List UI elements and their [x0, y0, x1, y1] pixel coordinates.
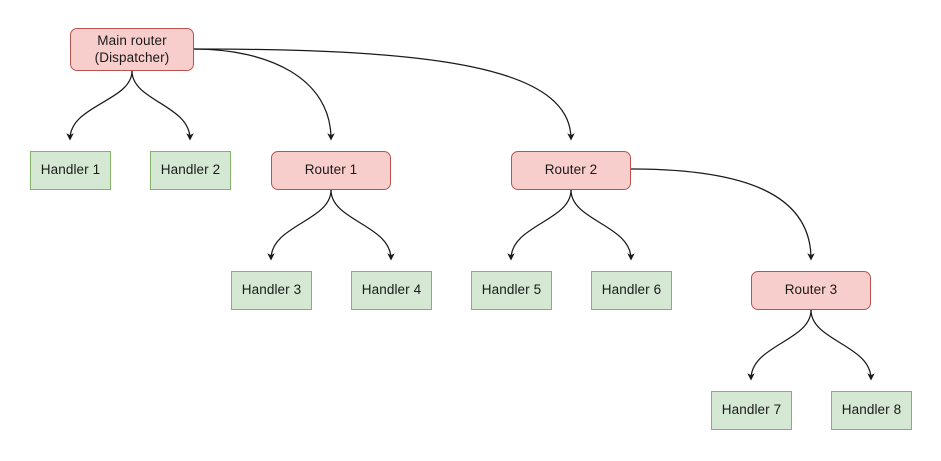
node-router-3[interactable]: Router 3: [751, 271, 871, 310]
node-label-main-router: Main router (Dispatcher): [94, 32, 170, 65]
connector-router-2-to-handler-6: [570, 189, 635, 261]
connector-router-3-to-handler-7: [747, 309, 812, 381]
node-handler-2[interactable]: Handler 2: [150, 151, 231, 190]
node-label-handler-8: Handler 8: [841, 402, 902, 418]
node-label-handler-1: Handler 1: [40, 162, 101, 178]
node-handler-3[interactable]: Handler 3: [231, 271, 312, 310]
connector-router-3-to-handler-8: [810, 309, 875, 381]
connector-main-router-to-router-1: [193, 48, 335, 141]
connector-main-router-to-router-2: [193, 48, 575, 141]
node-router-1[interactable]: Router 1: [271, 151, 391, 190]
node-main-router[interactable]: Main router (Dispatcher): [70, 28, 194, 71]
connector-router-2-to-router-3: [630, 168, 815, 261]
node-handler-8[interactable]: Handler 8: [831, 391, 912, 430]
node-handler-1[interactable]: Handler 1: [30, 151, 111, 190]
connector-main-router-to-handler-2: [131, 70, 194, 141]
node-router-2[interactable]: Router 2: [511, 151, 631, 190]
node-label-router-3: Router 3: [784, 282, 838, 298]
node-handler-5[interactable]: Handler 5: [471, 271, 552, 310]
node-handler-4[interactable]: Handler 4: [351, 271, 432, 310]
node-label-handler-3: Handler 3: [241, 282, 302, 298]
node-handler-7[interactable]: Handler 7: [711, 391, 792, 430]
node-handler-6[interactable]: Handler 6: [591, 271, 672, 310]
connector-router-1-to-handler-3: [267, 189, 332, 261]
node-label-handler-5: Handler 5: [481, 282, 542, 298]
node-label-handler-2: Handler 2: [160, 162, 221, 178]
connector-main-router-to-handler-1: [66, 70, 133, 141]
node-label-router-1: Router 1: [304, 162, 358, 178]
node-label-router-2: Router 2: [544, 162, 598, 178]
node-label-handler-4: Handler 4: [361, 282, 422, 298]
connector-router-1-to-handler-4: [330, 189, 395, 261]
node-label-handler-7: Handler 7: [721, 402, 782, 418]
node-label-handler-6: Handler 6: [601, 282, 662, 298]
connector-router-2-to-handler-5: [507, 189, 572, 261]
